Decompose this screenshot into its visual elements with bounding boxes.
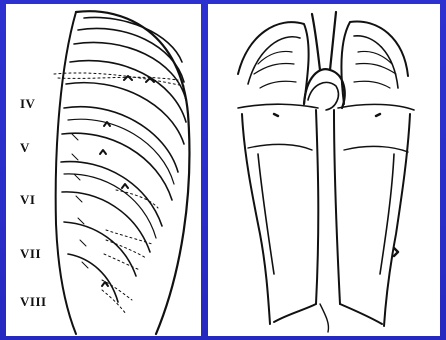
aortic-arch	[304, 69, 345, 108]
right-upper-arch-inner	[354, 36, 398, 88]
bottom-center	[320, 304, 329, 332]
rib-cage-drawing	[6, 4, 201, 336]
descending-aorta-left	[316, 110, 318, 304]
branch-node-low	[394, 248, 398, 256]
central-vessel-top	[312, 12, 336, 70]
mid-band-left	[248, 144, 312, 150]
rib-2	[78, 28, 184, 82]
right-chamber-vessels	[354, 52, 396, 89]
rib-9	[62, 192, 150, 252]
rib-11	[68, 254, 118, 302]
rib-label-iv: IV	[20, 96, 35, 112]
nerve-viii-2	[102, 290, 126, 314]
rib-cage-panel: IV V VI VII VIII	[6, 4, 201, 336]
ganglion-4	[100, 150, 106, 154]
upper-band-right	[338, 104, 414, 110]
nerve-iv	[54, 73, 184, 86]
right-upper-arch	[342, 21, 408, 104]
rib-label-vii: VII	[20, 246, 41, 262]
nerve-iv-b	[58, 77, 178, 80]
rib-label-v: V	[20, 140, 30, 156]
rib-label-viii: VIII	[20, 294, 47, 310]
bottom-right-leg	[340, 304, 382, 324]
mid-band-right	[344, 146, 408, 152]
upper-band-left	[238, 104, 318, 108]
ganglion-5	[122, 184, 128, 188]
vessel-drawing	[208, 4, 440, 336]
bottom-left-leg	[274, 304, 316, 322]
spine-edge	[56, 12, 76, 334]
branch-node-left	[274, 114, 278, 116]
left-upper-arch	[238, 22, 309, 104]
rib-label-vi: VI	[20, 192, 35, 208]
descending-aorta-right	[334, 110, 340, 304]
branch-node-right	[376, 114, 380, 116]
left-upper-arch-inner	[248, 37, 300, 84]
rib-5	[66, 83, 184, 144]
vessel-diagram-panel	[208, 4, 440, 336]
heart-loop	[308, 82, 338, 110]
hatch-marks	[72, 134, 88, 268]
nerve-vii-3	[104, 254, 140, 270]
left-column-inner	[258, 154, 274, 274]
rib-inner-2	[64, 174, 156, 238]
rib-10	[64, 222, 136, 276]
